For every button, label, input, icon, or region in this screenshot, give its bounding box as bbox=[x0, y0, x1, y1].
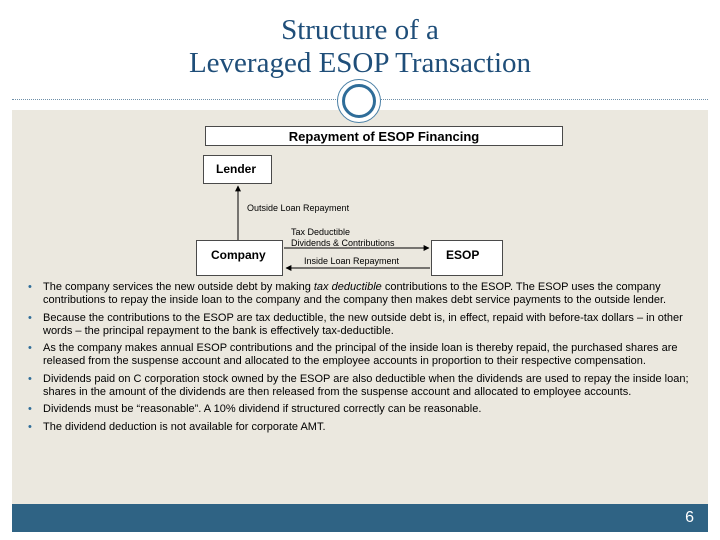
circle-ornament-icon bbox=[337, 79, 381, 123]
bullet-dot: • bbox=[28, 403, 32, 416]
bullet-item: • As the company makes annual ESOP contr… bbox=[28, 342, 696, 369]
bullet-dot: • bbox=[28, 281, 32, 293]
bullet-item: • Because the contributions to the ESOP … bbox=[28, 312, 696, 339]
bullet-item: • Dividends must be “reasonable”. A 10% … bbox=[28, 403, 696, 416]
bullet-dot: • bbox=[28, 342, 32, 355]
bullet-item: • Dividends paid on C corporation stock … bbox=[28, 373, 696, 400]
content-area bbox=[12, 110, 708, 504]
slide-footer: 6 bbox=[12, 504, 708, 532]
bullet-item: • The company services the new outside d… bbox=[28, 281, 696, 308]
bullet-list: • The company services the new outside d… bbox=[28, 281, 696, 438]
company-box: Company bbox=[196, 240, 283, 276]
bullet-text: Dividends must be “reasonable”. A 10% di… bbox=[43, 403, 482, 416]
bullet-dot: • bbox=[28, 372, 32, 385]
bullet-item: • The dividend deduction is not availabl… bbox=[28, 421, 696, 434]
tax-deductible-label-2: Dividends & Contributions bbox=[291, 238, 395, 248]
diagram-heading: Repayment of ESOP Financing bbox=[205, 126, 563, 146]
tax-deductible-label-1: Tax Deductible bbox=[291, 227, 351, 237]
bullet-text: Because the contributions to the ESOP ar… bbox=[43, 311, 683, 337]
bullet-text: The company services the new outside deb… bbox=[43, 281, 314, 293]
bullet-dot: • bbox=[28, 420, 32, 433]
bullet-text: As the company makes annual ESOP contrib… bbox=[43, 342, 678, 368]
lender-box: Lender bbox=[203, 155, 272, 184]
esop-box: ESOP bbox=[431, 240, 503, 276]
circle-ornament-inner bbox=[342, 84, 376, 118]
outside-loan-repayment-label: Outside Loan Repayment bbox=[247, 203, 350, 213]
page-number: 6 bbox=[685, 509, 694, 526]
bullet-text: The dividend deduction is not available … bbox=[43, 420, 326, 433]
title-line-2: Leveraged ESOP Transaction bbox=[188, 47, 532, 79]
title-line-1: Structure of a bbox=[281, 14, 439, 46]
slide-title: Structure of a Leveraged ESOP Transactio… bbox=[0, 14, 720, 80]
bullet-emphasis: tax deductible bbox=[313, 281, 382, 293]
bullet-dot: • bbox=[28, 311, 32, 324]
inside-loan-repayment-label: Inside Loan Repayment bbox=[304, 256, 400, 266]
bullet-text: Dividends paid on C corporation stock ow… bbox=[43, 372, 689, 399]
bullet-text: contributions to the ESOP. The ESOP uses… bbox=[43, 281, 667, 307]
